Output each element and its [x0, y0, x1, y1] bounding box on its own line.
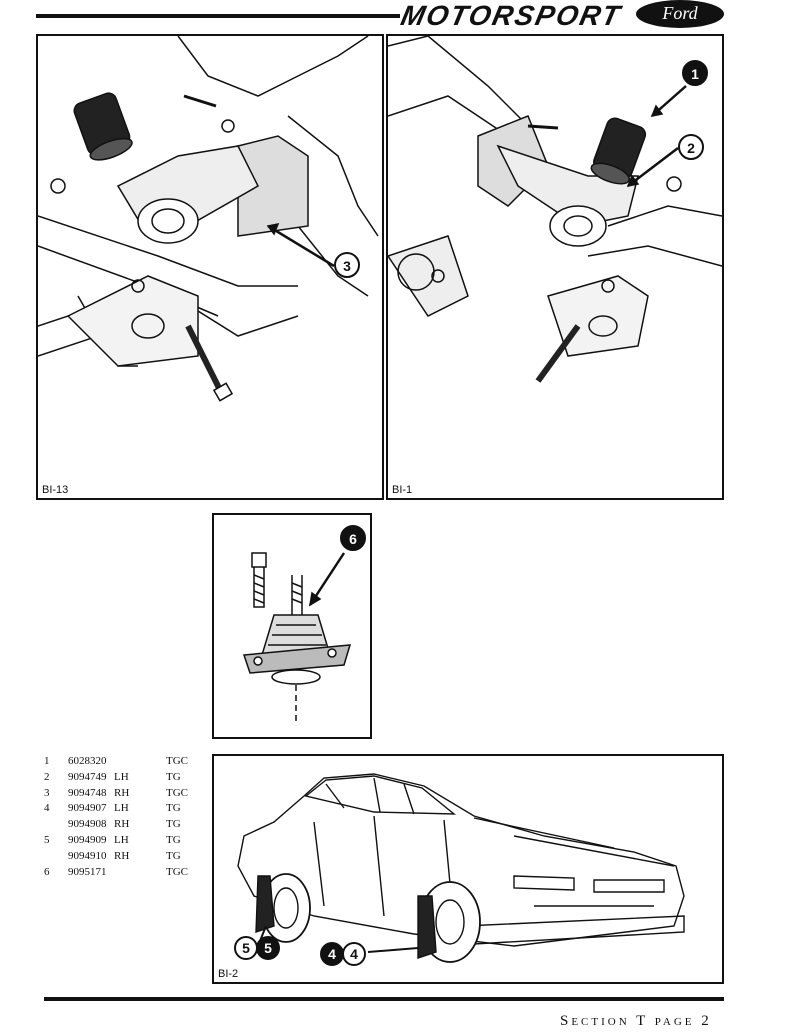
parts-row: 6 9095171 TGC	[44, 865, 204, 881]
part-number: 9094748	[68, 786, 107, 799]
parts-list: 1 6028320 TGC 2 9094749 LH TG 3 9094748 …	[44, 754, 204, 880]
part-number: 9095171	[68, 865, 107, 878]
callout-5: 5	[234, 936, 258, 960]
parts-row: 9094910 RH TG	[44, 849, 204, 865]
callout-3: 3	[334, 252, 360, 278]
car-drawing	[237, 773, 685, 963]
callout-1: 1	[682, 60, 708, 86]
ford-logo: Ford	[636, 0, 724, 28]
callout-2: 2	[678, 134, 704, 160]
part-number: 9094910	[68, 849, 107, 862]
group-code: TGC	[166, 755, 188, 767]
part-number: 9094749	[68, 770, 107, 783]
side: RH	[114, 786, 130, 799]
item-number: 5	[44, 833, 50, 846]
subframe-left-drawing	[38, 36, 379, 402]
item-number: 6	[44, 865, 50, 878]
item-number: 1	[44, 755, 50, 767]
figure-label: BI-1	[392, 484, 413, 496]
page-label: Section T page 2	[560, 1013, 712, 1029]
side: LH	[114, 770, 129, 783]
figure-label: BI-13	[42, 484, 69, 496]
group-code: TG	[166, 849, 181, 862]
group-code: TG	[166, 833, 181, 846]
bush-part	[73, 92, 133, 161]
figure-engine-mount: 6	[212, 513, 372, 739]
side: RH	[114, 818, 130, 831]
brand-title: MOTORSPORT	[398, 0, 625, 31]
callout-4: 4	[342, 942, 366, 966]
subframe-right-drawing	[388, 36, 722, 383]
engine-mount-drawing	[242, 552, 352, 725]
bush-part	[590, 117, 647, 185]
figure-bi-13: 3 BI-13	[36, 34, 384, 500]
side: RH	[114, 849, 130, 862]
group-code: TG	[166, 770, 181, 783]
part-number: 9094909	[68, 833, 107, 846]
header-rule	[36, 14, 400, 18]
parts-row: 4 9094907 LH TG	[44, 801, 204, 817]
callout-6: 6	[340, 525, 366, 551]
footer-rule	[44, 997, 724, 1001]
part-number: 6028320	[68, 755, 107, 767]
group-code: TG	[166, 802, 181, 815]
part-number: 9094908	[68, 818, 107, 831]
parts-row: 5 9094909 LH TG	[44, 833, 204, 849]
item-number: 3	[44, 786, 50, 799]
figure-bi-1: 1 2 BI-1	[386, 34, 724, 500]
part-number: 9094907	[68, 802, 107, 815]
callout-4: 4	[320, 942, 344, 966]
group-code: TG	[166, 818, 181, 831]
parts-row: 9094908 RH TG	[44, 817, 204, 833]
parts-row: 2 9094749 LH TG	[44, 770, 204, 786]
item-number: 2	[44, 770, 50, 783]
parts-row: 1 6028320 TGC	[44, 754, 204, 770]
side: LH	[114, 833, 129, 846]
item-number: 4	[44, 802, 50, 815]
parts-row: 3 9094748 RH TGC	[44, 786, 204, 802]
callout-5: 5	[256, 936, 280, 960]
group-code: TGC	[166, 786, 188, 799]
figure-label: BI-2	[218, 968, 239, 980]
group-code: TGC	[166, 865, 188, 878]
figure-bi-2: 5 5 4 4 BI-2	[212, 754, 724, 984]
side: LH	[114, 802, 129, 815]
